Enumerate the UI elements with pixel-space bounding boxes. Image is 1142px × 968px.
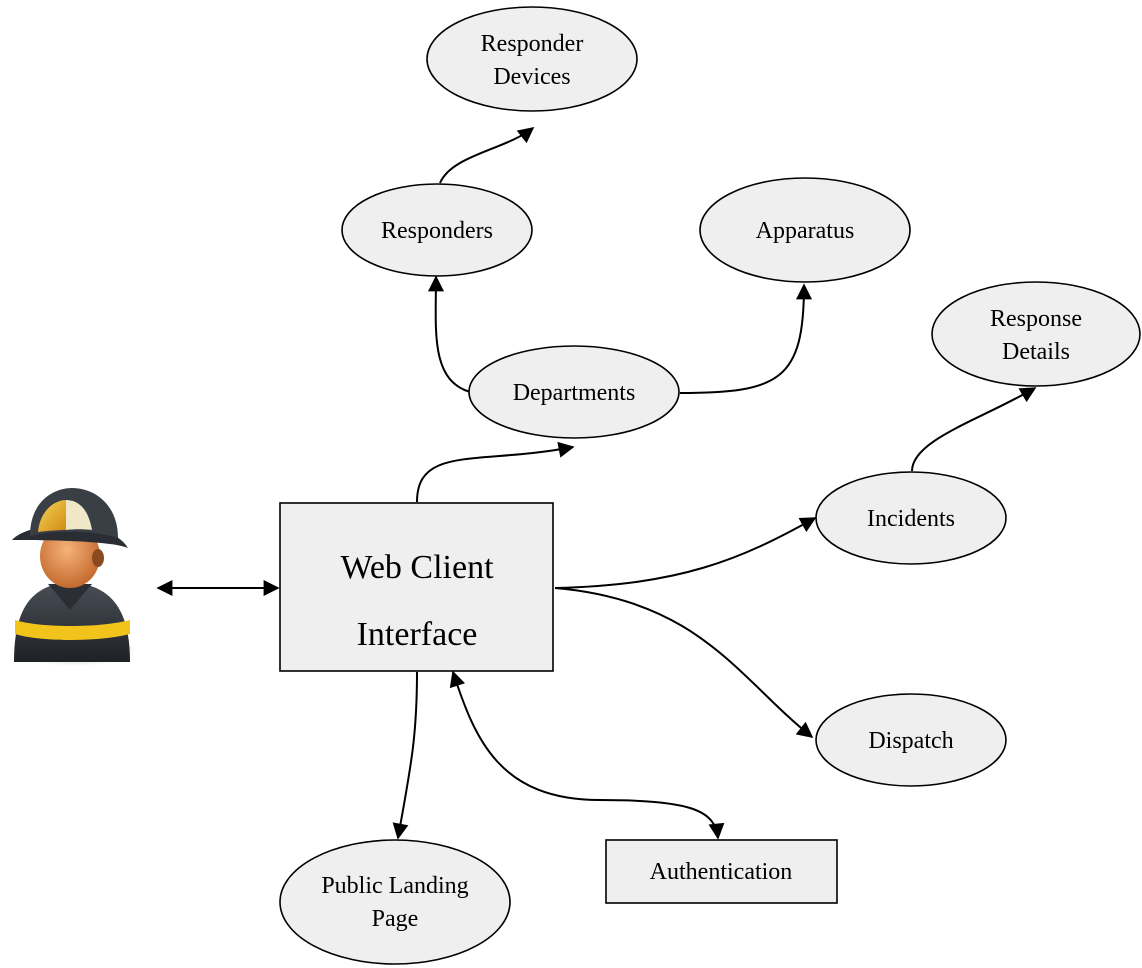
edge-webclient-dispatch: [554, 587, 814, 738]
node-authentication-label: Authentication: [650, 859, 793, 885]
node-response-details-label-2: Details: [1002, 339, 1070, 365]
node-responder-devices-label-2: Devices: [493, 64, 570, 90]
node-apparatus-label: Apparatus: [756, 218, 855, 244]
edge-incidents-details: [911, 387, 1037, 472]
edge-webclient-incidents: [554, 517, 817, 589]
node-responders: Responders: [341, 183, 533, 277]
firefighter-user-icon: [12, 488, 137, 666]
node-public-landing-page-label-2: Page: [372, 906, 419, 932]
node-response-details-label-1: Response: [990, 306, 1082, 332]
node-departments: Departments: [468, 345, 680, 439]
node-responder-devices: Responder Devices: [426, 6, 638, 112]
edge-departments-apparatus: [679, 283, 812, 394]
node-web-client-label-2: Interface: [357, 616, 478, 653]
node-apparatus: Apparatus: [699, 177, 911, 283]
node-incidents: Incidents: [815, 471, 1007, 565]
node-public-landing-page-label-1: Public Landing: [321, 873, 468, 899]
node-public-landing-page: Public Landing Page: [279, 839, 511, 965]
node-dispatch: Dispatch: [815, 693, 1007, 787]
node-web-client: Web Client Interface: [279, 502, 554, 672]
node-departments-label: Departments: [513, 380, 636, 406]
node-responders-label: Responders: [381, 218, 493, 244]
node-incidents-label: Incidents: [867, 506, 955, 532]
node-response-details: Response Details: [931, 281, 1141, 387]
edge-webclient-departments: [416, 441, 575, 503]
edge-departments-responders: [427, 275, 471, 393]
node-authentication: Authentication: [605, 839, 838, 904]
node-dispatch-label: Dispatch: [868, 728, 953, 754]
node-web-client-label-1: Web Client: [340, 549, 494, 586]
node-responder-devices-label-1: Responder: [481, 31, 584, 57]
edge-webclient-landing: [392, 671, 418, 840]
edge-webclient-authentication: [449, 670, 725, 840]
edge-responders-devices: [439, 127, 535, 184]
